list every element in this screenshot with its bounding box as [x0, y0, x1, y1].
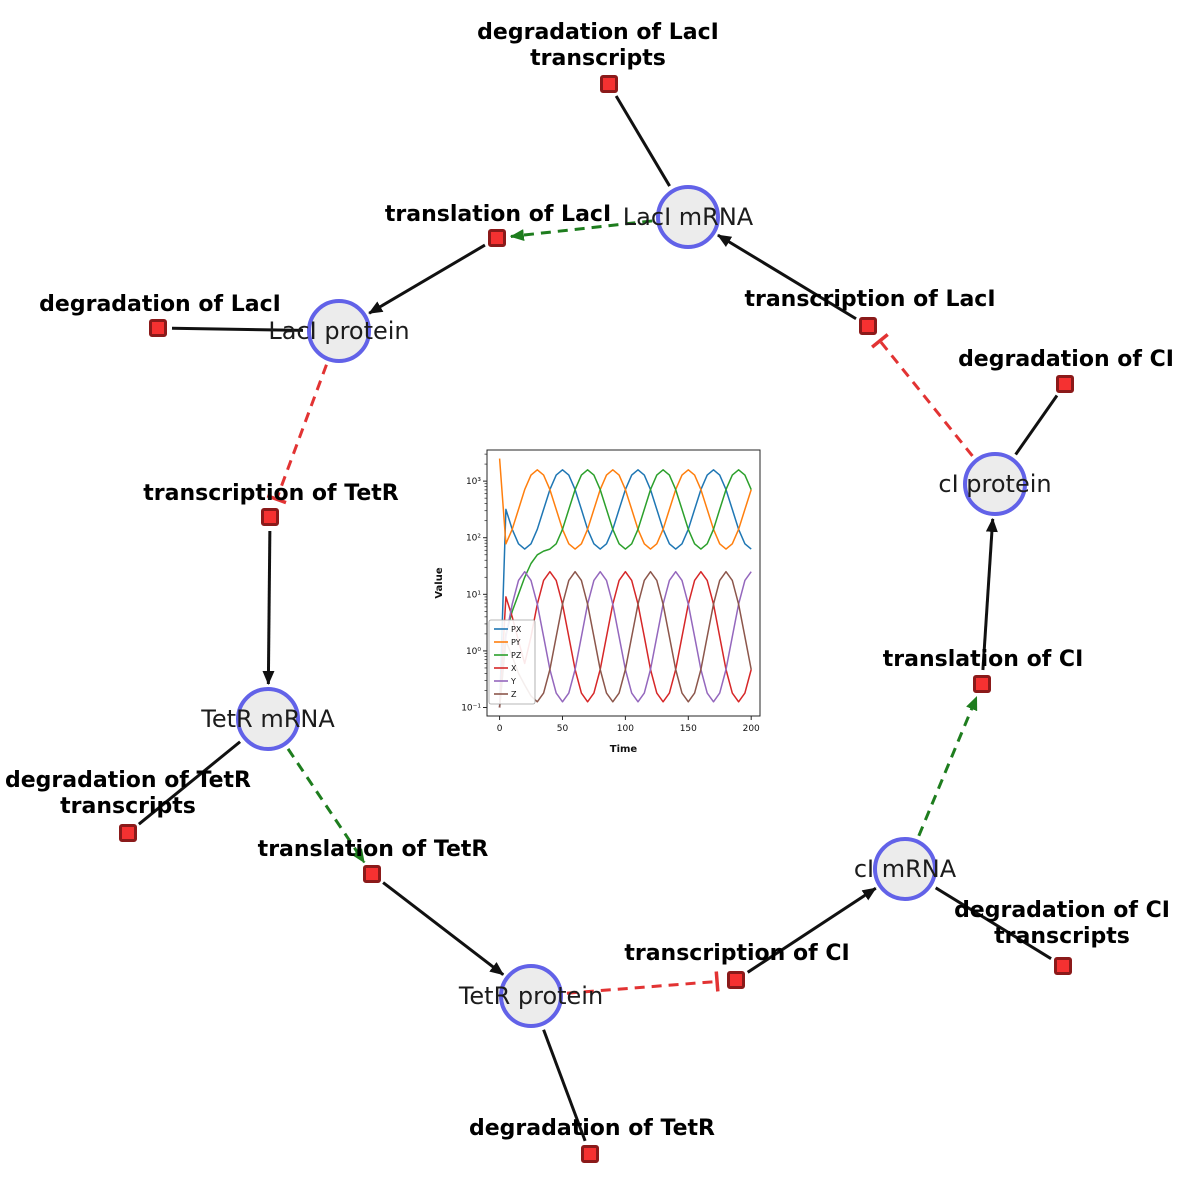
- reaction-node-transl_tetr: [363, 865, 381, 883]
- species-label-laci_protein: LacI protein: [268, 317, 410, 345]
- edge-ci_mrna-transl_ci: [917, 696, 979, 837]
- reaction-label-line: transcription of CI: [624, 941, 850, 966]
- reaction-label-deg_tetr: degradation of TetR: [469, 1116, 715, 1142]
- edge-tetr_mrna-transl_tetr: [286, 748, 366, 864]
- reaction-label-transl_laci: translation of LacI: [385, 202, 611, 228]
- reaction-label-line: degradation of CI: [954, 898, 1170, 923]
- y-tick-label: 10¹: [466, 590, 481, 600]
- reaction-node-deg_ci_tx: [1054, 957, 1072, 975]
- edge-tetr_mrna-deg_tetr_tx: [137, 740, 242, 826]
- species-label-tetr_mrna: TetR mRNA: [201, 705, 335, 733]
- edge-laci_protein-deg_laci: [171, 326, 304, 332]
- legend-label-Y: Y: [510, 677, 516, 686]
- reaction-label-txn_ci: transcription of CI: [624, 941, 849, 967]
- legend-label-PX: PX: [511, 625, 522, 634]
- reaction-label-txn_laci: transcription of LacI: [744, 287, 995, 313]
- reaction-label-line: transcripts: [60, 794, 196, 819]
- edge-tetr_protein-deg_tetr: [542, 1029, 587, 1142]
- series-PY: [498, 458, 752, 550]
- edge-laci_mrna-transl_laci: [509, 219, 653, 242]
- reaction-label-line: translation of TetR: [257, 837, 489, 862]
- edge-ci_mrna-deg_ci_tx: [934, 886, 1052, 960]
- reaction-label-line: transcription of LacI: [744, 287, 996, 312]
- edge-txn_laci-laci_mrna: [717, 233, 857, 321]
- edge-transl_laci-laci_protein: [368, 243, 486, 315]
- edge-ci_protein-deg_ci: [1014, 394, 1059, 456]
- reaction-label-line: transcripts: [530, 46, 666, 71]
- legend-box: [488, 619, 536, 705]
- reaction-label-line: transcripts: [994, 924, 1130, 949]
- legend-label-X: X: [511, 664, 517, 673]
- x-tick-label: 50: [557, 724, 569, 734]
- legend-label-PY: PY: [511, 638, 521, 647]
- edge-ci_protein-txn_laci: [878, 339, 974, 457]
- reaction-label-line: degradation of LacI: [477, 20, 719, 45]
- reaction-node-txn_tetr: [261, 508, 279, 526]
- edge-txn_tetr-tetr_mrna: [262, 530, 275, 686]
- x-tick-label: 200: [743, 724, 760, 734]
- x-axis-label: Time: [610, 744, 638, 755]
- plot-frame: [486, 449, 761, 717]
- species-label-ci_mrna: cI mRNA: [853, 855, 957, 883]
- x-tick-label: 150: [680, 724, 697, 734]
- reaction-node-txn_laci: [859, 317, 877, 335]
- reaction-label-txn_tetr: transcription of TetR: [143, 481, 398, 507]
- reaction-node-deg_tetr: [581, 1145, 599, 1163]
- legend-label-Z: Z: [511, 690, 517, 699]
- reaction-node-deg_tetr_tx: [119, 824, 137, 842]
- x-tick-label: 0: [497, 724, 503, 734]
- species-node-ci_mrna: [873, 837, 937, 901]
- reaction-label-deg_ci: degradation of CI: [958, 347, 1174, 373]
- series-Z: [498, 570, 752, 708]
- species-node-ci_protein: [963, 452, 1027, 516]
- reaction-label-line: degradation of TetR: [4, 768, 252, 793]
- reaction-node-deg_ci: [1056, 375, 1074, 393]
- reaction-label-transl_ci: translation of CI: [883, 647, 1084, 673]
- reaction-node-deg_laci: [149, 319, 167, 337]
- x-tick-label: 100: [617, 724, 634, 734]
- edge-transl_ci-ci_protein: [981, 517, 998, 671]
- species-node-tetr_mrna: [236, 687, 300, 751]
- species-node-tetr_protein: [499, 964, 563, 1028]
- reaction-node-txn_ci: [727, 971, 745, 989]
- legend-label-PZ: PZ: [511, 651, 522, 660]
- y-axis-label: Value: [434, 567, 445, 598]
- reaction-label-line: translation of CI: [882, 647, 1084, 672]
- species-label-tetr_protein: TetR protein: [458, 982, 604, 1010]
- species-label-laci_mrna: LacI mRNA: [622, 203, 754, 231]
- reaction-node-transl_ci: [973, 675, 991, 693]
- y-tick-label: 10⁰: [466, 647, 481, 657]
- reaction-node-transl_laci: [488, 229, 506, 247]
- species-node-laci_protein: [307, 299, 371, 363]
- reaction-label-line: translation of LacI: [384, 202, 612, 227]
- edge-tetr_protein-txn_ci: [566, 979, 718, 995]
- species-node-laci_mrna: [656, 185, 720, 249]
- edge-transl_tetr-tetr_protein: [382, 881, 505, 976]
- reaction-label-line: degradation of TetR: [468, 1116, 716, 1141]
- reaction-label-deg_laci: degradation of LacI: [39, 292, 281, 318]
- inhibition-tbar-txn_tetr: [266, 494, 287, 505]
- y-tick-label: 10⁻¹: [461, 704, 481, 714]
- reaction-label-transl_tetr: translation of TetR: [258, 837, 489, 863]
- edge-txn_ci-ci_mrna: [746, 886, 877, 974]
- series-Y: [498, 570, 752, 708]
- edge-laci_mrna-deg_laci_tx: [614, 95, 671, 187]
- y-tick-label: 10²: [466, 534, 481, 544]
- reaction-label-line: transcription of TetR: [143, 481, 399, 506]
- y-tick-label: 10³: [466, 477, 481, 487]
- species-label-ci_protein: cI protein: [938, 470, 1052, 498]
- inhibition-tbar-txn_laci: [871, 333, 889, 349]
- reaction-label-line: degradation of CI: [958, 347, 1174, 372]
- reaction-node-deg_laci_tx: [600, 75, 618, 93]
- inhibition-tbar-txn_ci: [714, 971, 720, 992]
- edge-laci_protein-txn_tetr: [275, 364, 328, 500]
- reaction-label-line: degradation of LacI: [39, 292, 281, 317]
- series-PZ: [498, 469, 752, 708]
- series-X: [498, 570, 752, 708]
